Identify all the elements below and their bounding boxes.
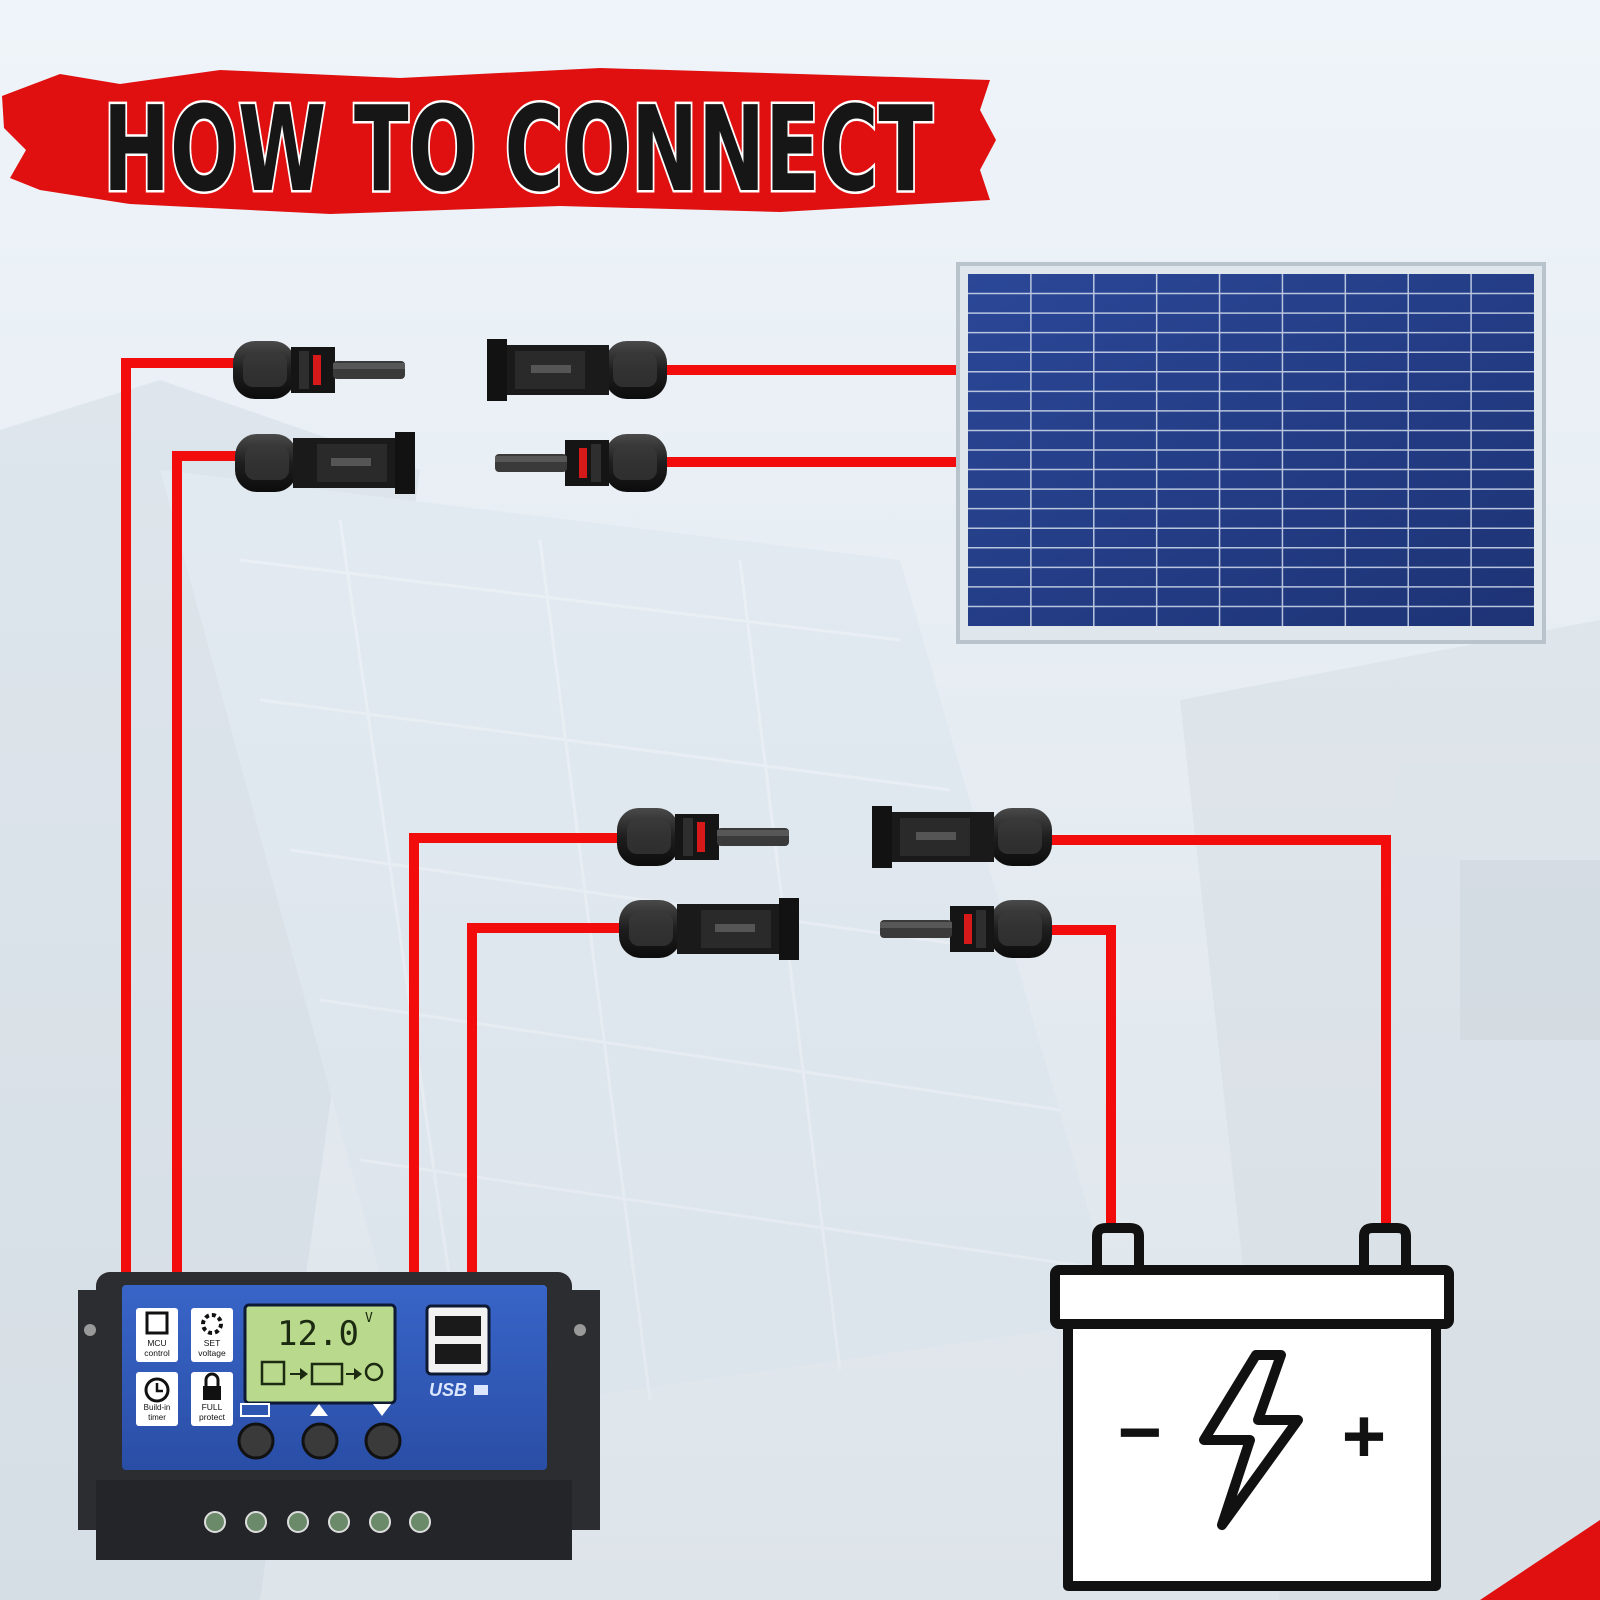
timer-label-line2: timer: [148, 1413, 166, 1422]
wire-battery-neg-out: [1050, 925, 1116, 1228]
protect-label-line2: protect: [199, 1412, 226, 1422]
terminal: [328, 1511, 350, 1533]
wire-panel-pos-to-controller: [121, 358, 235, 1280]
title-banner: HOW TO CONNECT: [2, 68, 996, 221]
timer-label-line1: Build-in: [144, 1403, 171, 1412]
mc4-male-connector-icon: [619, 898, 799, 960]
lcd-display: 12.0 V: [243, 1303, 397, 1405]
terminal: [409, 1511, 431, 1533]
mc4-male-connector-icon: [872, 806, 1052, 868]
controller-icon-set: SET voltage: [191, 1308, 233, 1362]
wire-panel-neg-to-controller: [172, 451, 240, 1280]
mc4-male-connector-icon: [235, 432, 415, 494]
up-arrow-icon: [310, 1404, 328, 1416]
set-label-line1: SET: [204, 1338, 221, 1348]
solar-icon: [260, 1360, 286, 1386]
battery-negative-symbol: −: [1118, 1390, 1162, 1475]
usb-port[interactable]: [435, 1316, 481, 1336]
mcu-label-line2: control: [144, 1348, 170, 1358]
chip-icon: [145, 1311, 169, 1335]
terminal: [245, 1511, 267, 1533]
down-button[interactable]: [364, 1422, 402, 1460]
wires: [121, 358, 1391, 1280]
battery: [1050, 1223, 1454, 1591]
wire-battery-neg-to-controller: [467, 923, 620, 1280]
controller-icon-mcu: MCU control: [136, 1308, 178, 1362]
mc4-male-connector-icon: [487, 339, 667, 401]
usb-port[interactable]: [435, 1344, 481, 1364]
usb-ports: USB: [425, 1304, 491, 1400]
arrow-icon: [346, 1368, 362, 1380]
lcd-flow-icons: [260, 1360, 384, 1386]
battery-positive-symbol: +: [1342, 1394, 1386, 1479]
controller-buttons: [237, 1403, 402, 1460]
menu-button[interactable]: [237, 1422, 275, 1460]
set-label-line2: voltage: [198, 1348, 226, 1358]
battery-icon: [310, 1362, 344, 1386]
lightning-icon: [1199, 1350, 1303, 1530]
wire-battery-pos-to-controller: [409, 833, 620, 1280]
battery-lid: [1050, 1265, 1454, 1329]
page-title: HOW TO CONNECT: [103, 80, 933, 218]
arrow-icon: [290, 1368, 308, 1380]
controller-terminals: [96, 1480, 572, 1560]
menu-icon: [240, 1403, 270, 1417]
usb-label: USB: [429, 1380, 467, 1400]
up-button[interactable]: [301, 1422, 339, 1460]
clock-icon: [144, 1377, 170, 1403]
lcd-unit: V: [365, 1311, 373, 1326]
wire-battery-pos-out: [1050, 835, 1391, 1228]
bulb-icon: [364, 1362, 384, 1382]
lock-icon: [203, 1386, 221, 1400]
gear-icon: [201, 1313, 223, 1335]
controller-icon-protect: FULL protect: [191, 1372, 233, 1426]
mcu-label-line1: MCU: [147, 1338, 166, 1348]
terminal: [204, 1511, 226, 1533]
terminal: [369, 1511, 391, 1533]
lcd-voltage: 12.0: [277, 1314, 359, 1354]
controller-icon-timer: Build-in timer: [136, 1372, 178, 1426]
protect-label-line1: FULL: [202, 1402, 223, 1412]
charge-controller: MCU control SET voltage Build-in timer F…: [78, 1272, 600, 1560]
down-arrow-icon: [373, 1404, 391, 1416]
battery-terminal-positive: [1359, 1223, 1411, 1270]
brush-stroke: [2, 68, 996, 214]
corner-accent: [1480, 1520, 1600, 1600]
terminal: [287, 1511, 309, 1533]
solar-panel: [956, 262, 1546, 644]
usb-plug-icon: [474, 1385, 488, 1395]
battery-terminal-negative: [1092, 1223, 1144, 1270]
